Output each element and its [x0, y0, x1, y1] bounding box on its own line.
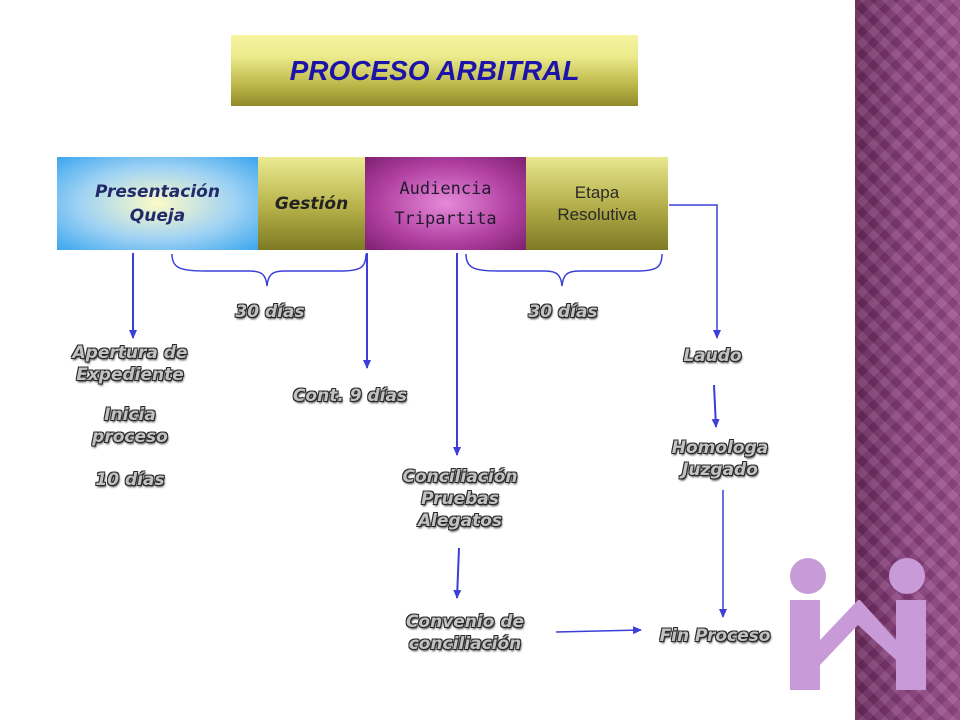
- node-fin-proceso: Fin Proceso: [659, 626, 771, 646]
- node-conciliacion-line2: Pruebas: [421, 489, 499, 509]
- node-conciliacion-line1: Conciliación: [402, 467, 518, 487]
- node-convenio-line1: Convenio de: [405, 612, 525, 632]
- node-apertura-line2: Expediente: [76, 365, 184, 385]
- node-10-dias: 10 días: [95, 470, 165, 490]
- stage-etapa-line2: Resolutiva: [557, 204, 637, 224]
- node-laudo: Laudo: [683, 346, 742, 366]
- node-homologa-line1: Homologa: [671, 438, 769, 458]
- stage-presentacion-line2: Queja: [129, 205, 186, 226]
- duration-30-dias-2: 30 días: [528, 302, 598, 322]
- stage-gestion-label: Gestión: [274, 193, 349, 214]
- stage-gestion: Gestión: [258, 157, 365, 250]
- logo-icon: [790, 558, 926, 690]
- node-convenio-line2: conciliación: [408, 634, 522, 654]
- diagram-title: PROCESO ARBITRAL: [231, 35, 638, 106]
- stage-audiencia-line2: Tripartita: [394, 208, 497, 229]
- node-homologa-line2: Juzgado: [682, 460, 758, 480]
- duration-30-dias-1: 30 días: [235, 302, 305, 322]
- brace-right: [465, 253, 663, 287]
- decorative-sidebar: [855, 0, 960, 720]
- stage-audiencia-line1: Audiencia: [399, 178, 492, 199]
- arrow-to-convenio: [453, 547, 462, 599]
- node-cont-9-dias: Cont. 9 días: [292, 386, 408, 406]
- arrow-convenio-to-fin: [555, 626, 642, 635]
- arrow-to-laudo: [669, 204, 721, 339]
- node-inicia-line1: Inicia: [104, 405, 156, 425]
- stage-presentacion-line1: Presentación: [95, 181, 220, 202]
- node-inicia-line2: proceso: [92, 427, 168, 447]
- node-apertura-line1: Apertura de: [72, 343, 188, 363]
- node-conciliacion-line3: Alegatos: [417, 511, 503, 531]
- brace-left: [171, 253, 367, 287]
- arrow-to-homologa: [711, 384, 720, 428]
- stage-etapa-line1: Etapa: [574, 182, 620, 202]
